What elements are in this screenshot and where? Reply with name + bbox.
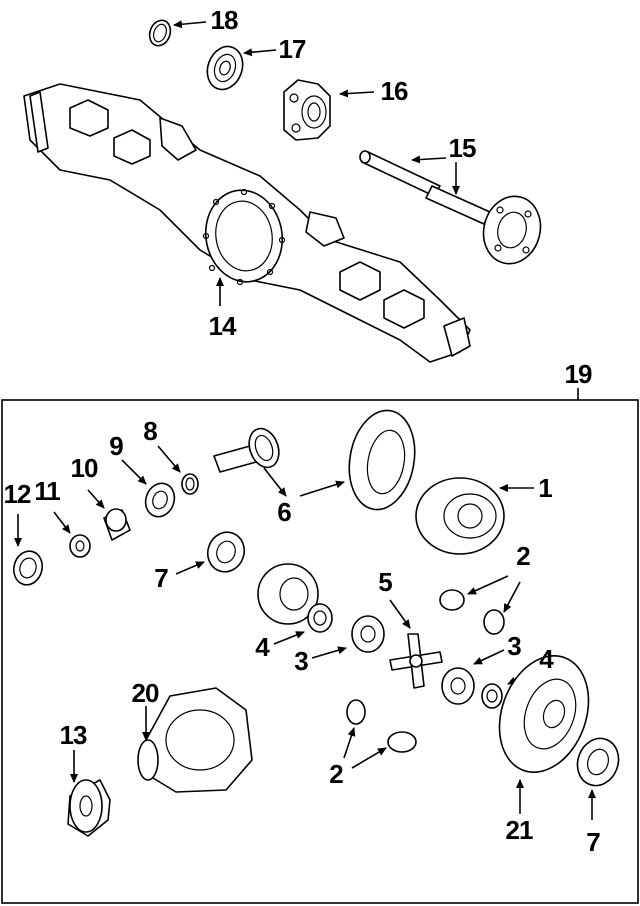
callout-3-upper: 3 bbox=[507, 631, 522, 661]
callout-15: 15 bbox=[448, 133, 477, 163]
seal-12 bbox=[12, 550, 44, 586]
callout-12: 12 bbox=[3, 479, 32, 509]
axle-shaft-15 bbox=[359, 150, 542, 265]
callout-14: 14 bbox=[208, 311, 237, 341]
side-gear-3b bbox=[441, 667, 475, 705]
callout-17: 17 bbox=[278, 34, 307, 64]
side-gear-3a bbox=[351, 615, 385, 653]
nut-11 bbox=[69, 534, 91, 558]
differential-kit-box bbox=[1, 399, 639, 904]
thrust-washer-4a bbox=[307, 603, 333, 633]
thrust-washer-4b bbox=[481, 683, 503, 709]
callout-4-upper: 4 bbox=[539, 644, 554, 674]
bearing-7a bbox=[206, 531, 246, 573]
spacer-8 bbox=[181, 473, 199, 495]
seal-18 bbox=[148, 19, 172, 47]
callout-5: 5 bbox=[378, 567, 393, 597]
axle-housing-14 bbox=[23, 83, 471, 363]
bearing-17 bbox=[206, 45, 244, 91]
cross-shaft-5 bbox=[389, 633, 443, 689]
callout-3-lower: 3 bbox=[294, 646, 309, 676]
callout-20: 20 bbox=[131, 678, 160, 708]
callout-16: 16 bbox=[380, 76, 409, 106]
callout-1: 1 bbox=[538, 473, 553, 503]
callout-2-lower: 2 bbox=[329, 759, 344, 789]
side-housing bbox=[257, 563, 319, 625]
callout-7-lower: 7 bbox=[586, 827, 601, 857]
callout-19: 19 bbox=[564, 359, 593, 389]
callout-2-upper: 2 bbox=[516, 541, 531, 571]
collar-10 bbox=[103, 508, 131, 541]
case-half-21 bbox=[498, 655, 590, 773]
bearing-7b bbox=[576, 737, 620, 787]
bearing-9 bbox=[144, 482, 176, 518]
callout-11: 11 bbox=[34, 476, 60, 506]
callout-21: 21 bbox=[505, 815, 534, 845]
ring-and-pinion-6 bbox=[213, 409, 416, 511]
callout-10: 10 bbox=[70, 453, 99, 483]
carrier-housing-20 bbox=[137, 687, 253, 793]
callout-13: 13 bbox=[59, 720, 88, 750]
bearing-retainer-16 bbox=[283, 79, 331, 141]
callout-9: 9 bbox=[109, 431, 124, 461]
callout-18: 18 bbox=[210, 5, 239, 35]
companion-flange-13 bbox=[67, 779, 111, 837]
pinion-gear-2a bbox=[439, 589, 505, 635]
differential-case-1 bbox=[415, 477, 505, 555]
callout-4-lower: 4 bbox=[255, 632, 270, 662]
pinion-gear-2b bbox=[346, 699, 417, 753]
callout-7-upper: 7 bbox=[154, 563, 169, 593]
callout-8: 8 bbox=[143, 416, 158, 446]
callout-6: 6 bbox=[277, 497, 292, 527]
